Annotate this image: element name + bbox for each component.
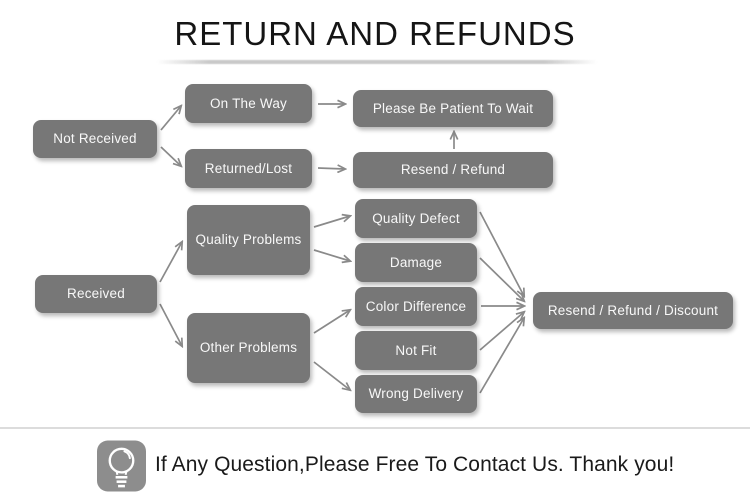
node-resend-refund: Resend / Refund [353,152,553,188]
node-on-the-way: On The Way [185,84,312,123]
arrow-damage-to-discount [479,257,524,301]
node-wrong-delivery: Wrong Delivery [355,375,477,413]
node-quality-defect: Quality Defect [355,199,477,238]
node-resend-refund-discount: Resend / Refund / Discount [533,292,733,329]
node-received: Received [35,275,157,313]
node-please-be-patient: Please Be Patient To Wait [353,90,553,127]
footer-divider [0,427,750,429]
arrow-other-problems-to-wrong-delivery [313,361,350,390]
arrow-received-to-other-problems [159,303,182,346]
title-underline [157,60,597,64]
lightbulb-icon [97,440,146,492]
arrow-returned-lost-to-resend-refund [317,168,345,169]
node-color-difference: Color Difference [355,287,477,326]
node-returned-lost: Returned/Lost [185,149,312,188]
node-not-received: Not Received [33,120,157,158]
footer-message: If Any Question,Please Free To Contact U… [155,453,675,476]
node-damage: Damage [355,243,477,282]
arrow-wrong-delivery-to-discount [479,318,524,394]
node-not-fit: Not Fit [355,331,477,370]
arrow-not-received-to-on-the-way [160,106,181,131]
node-other-problems: Other Problems [187,313,310,383]
arrow-not-received-to-returned-lost [160,146,181,166]
arrow-other-problems-to-color-difference [313,310,350,334]
arrow-quality-defect-to-discount [479,211,524,296]
arrow-quality-problems-to-damage [313,249,350,261]
page-title: RETURN AND REFUNDS [174,15,576,52]
arrow-received-to-quality-problems [159,242,182,283]
arrow-not-fit-to-discount [479,312,524,351]
arrow-quality-problems-to-quality-defect [313,216,350,228]
node-quality-problems: Quality Problems [187,205,310,275]
